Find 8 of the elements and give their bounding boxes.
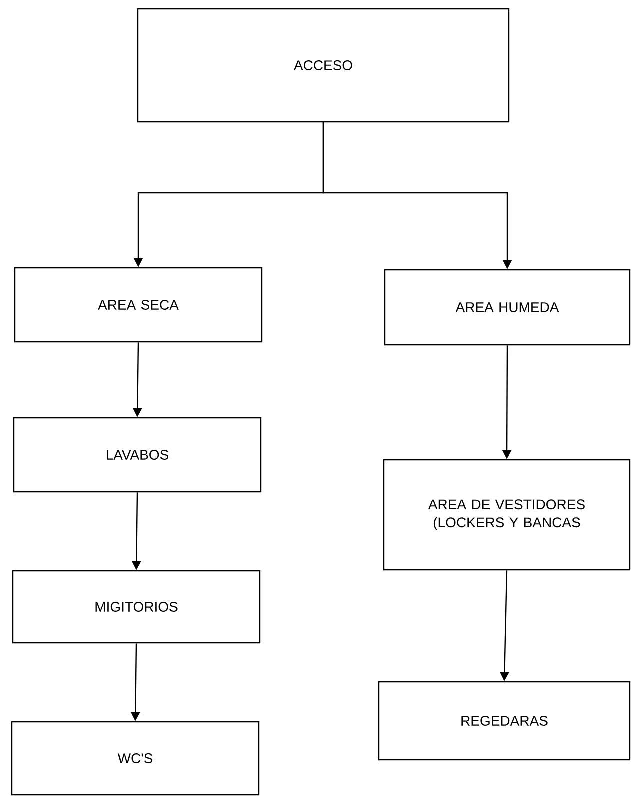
- process-box: LAVABOS: [13, 417, 262, 493]
- process-box: REGEDARAS: [378, 681, 631, 761]
- process-box: AREA SECA: [14, 267, 263, 343]
- process-box: ACCESO: [137, 8, 510, 123]
- process-box: WC'S: [11, 721, 260, 796]
- process-box: MIGITORIOS: [12, 570, 261, 644]
- process-box: AREA DE VESTIDORES (LOCKERS Y BANCAS: [383, 459, 631, 571]
- process-box: AREA HUMEDA: [384, 269, 631, 346]
